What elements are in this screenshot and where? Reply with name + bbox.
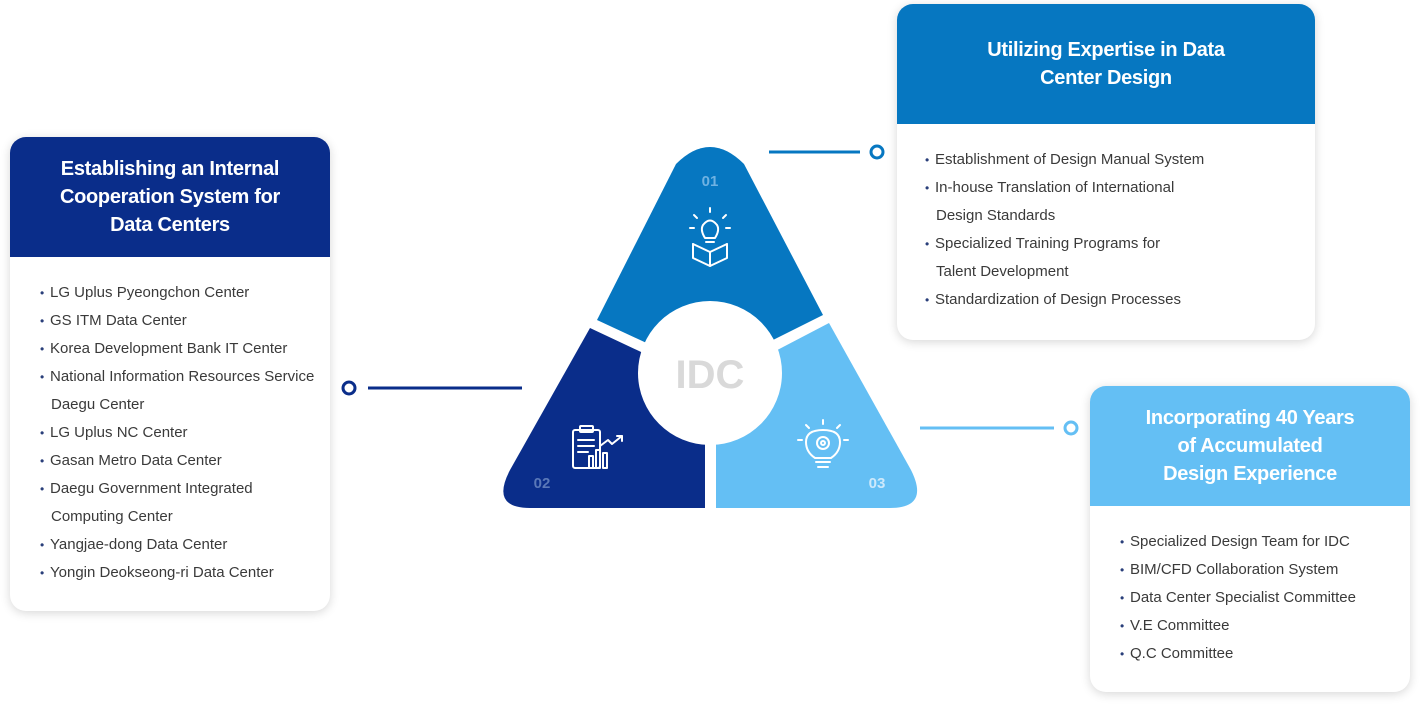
list-item: LG Uplus NC Center: [40, 419, 330, 447]
segment-03-number: 03: [869, 475, 886, 492]
clipboard-chart-icon: [572, 425, 623, 469]
list-item: In-house Translation of InternationalDes…: [925, 174, 1315, 230]
title-line: Establishing an Internal: [60, 158, 280, 180]
list-item: Specialized Training Programs forTalent …: [925, 230, 1315, 286]
list-item: Gasan Metro Data Center: [40, 447, 330, 475]
list-item: Yongin Deokseong-ri Data Center: [40, 559, 330, 587]
list-item: Establishment of Design Manual System: [925, 146, 1315, 174]
internal-cooperation-card-title: Establishing an Internal Cooperation Sys…: [10, 137, 330, 257]
design-experience-card: Incorporating 40 Years of Accumulated De…: [1090, 386, 1410, 692]
segment-01-number: 01: [702, 173, 719, 190]
title-line: of Accumulated: [1177, 435, 1323, 457]
idea-box-icon: [689, 207, 731, 267]
segment-02-number: 02: [534, 475, 551, 492]
list-item: Data Center Specialist Committee: [1120, 584, 1410, 612]
title-line: Cooperation System for: [59, 186, 281, 208]
connector-bottom-right: [920, 420, 1079, 436]
list-item: Specialized Design Team for IDC: [1120, 528, 1410, 556]
gear-lightbulb-icon: [797, 419, 849, 468]
list-item: GS ITM Data Center: [40, 307, 330, 335]
title-line: Utilizing Expertise in Data: [987, 39, 1225, 61]
center-label: IDC: [676, 353, 745, 397]
list-item: National Information Resources ServiceDa…: [40, 363, 330, 419]
center-circle: [638, 301, 782, 445]
connector-top-right: [769, 144, 885, 160]
list-item: Q.C Committee: [1120, 640, 1410, 668]
list-item: Korea Development Bank IT Center: [40, 335, 330, 363]
design-experience-card-title: Incorporating 40 Years of Accumulated De…: [1090, 386, 1410, 506]
list-item: BIM/CFD Collaboration System: [1120, 556, 1410, 584]
list-item: LG Uplus Pyeongchon Center: [40, 279, 330, 307]
design-expertise-card-title: Utilizing Expertise in Data Center Desig…: [897, 4, 1315, 124]
title-line: Design Experience: [1163, 463, 1337, 485]
internal-cooperation-card: Establishing an Internal Cooperation Sys…: [10, 137, 330, 611]
title-line: Incorporating 40 Years: [1145, 407, 1355, 429]
title-line: Center Design: [1040, 67, 1172, 89]
data-center-list: LG Uplus Pyeongchon Center GS ITM Data C…: [10, 257, 330, 587]
design-experience-list: Specialized Design Team for IDC BIM/CFD …: [1090, 506, 1410, 668]
list-item: V.E Committee: [1120, 612, 1410, 640]
list-item: Yangjae-dong Data Center: [40, 531, 330, 559]
design-expertise-card: Utilizing Expertise in Data Center Desig…: [897, 4, 1315, 340]
list-item: Standardization of Design Processes: [925, 286, 1315, 314]
design-expertise-list: Establishment of Design Manual System In…: [897, 124, 1315, 314]
title-line: Data Centers: [110, 214, 230, 236]
connector-left: [341, 380, 522, 396]
